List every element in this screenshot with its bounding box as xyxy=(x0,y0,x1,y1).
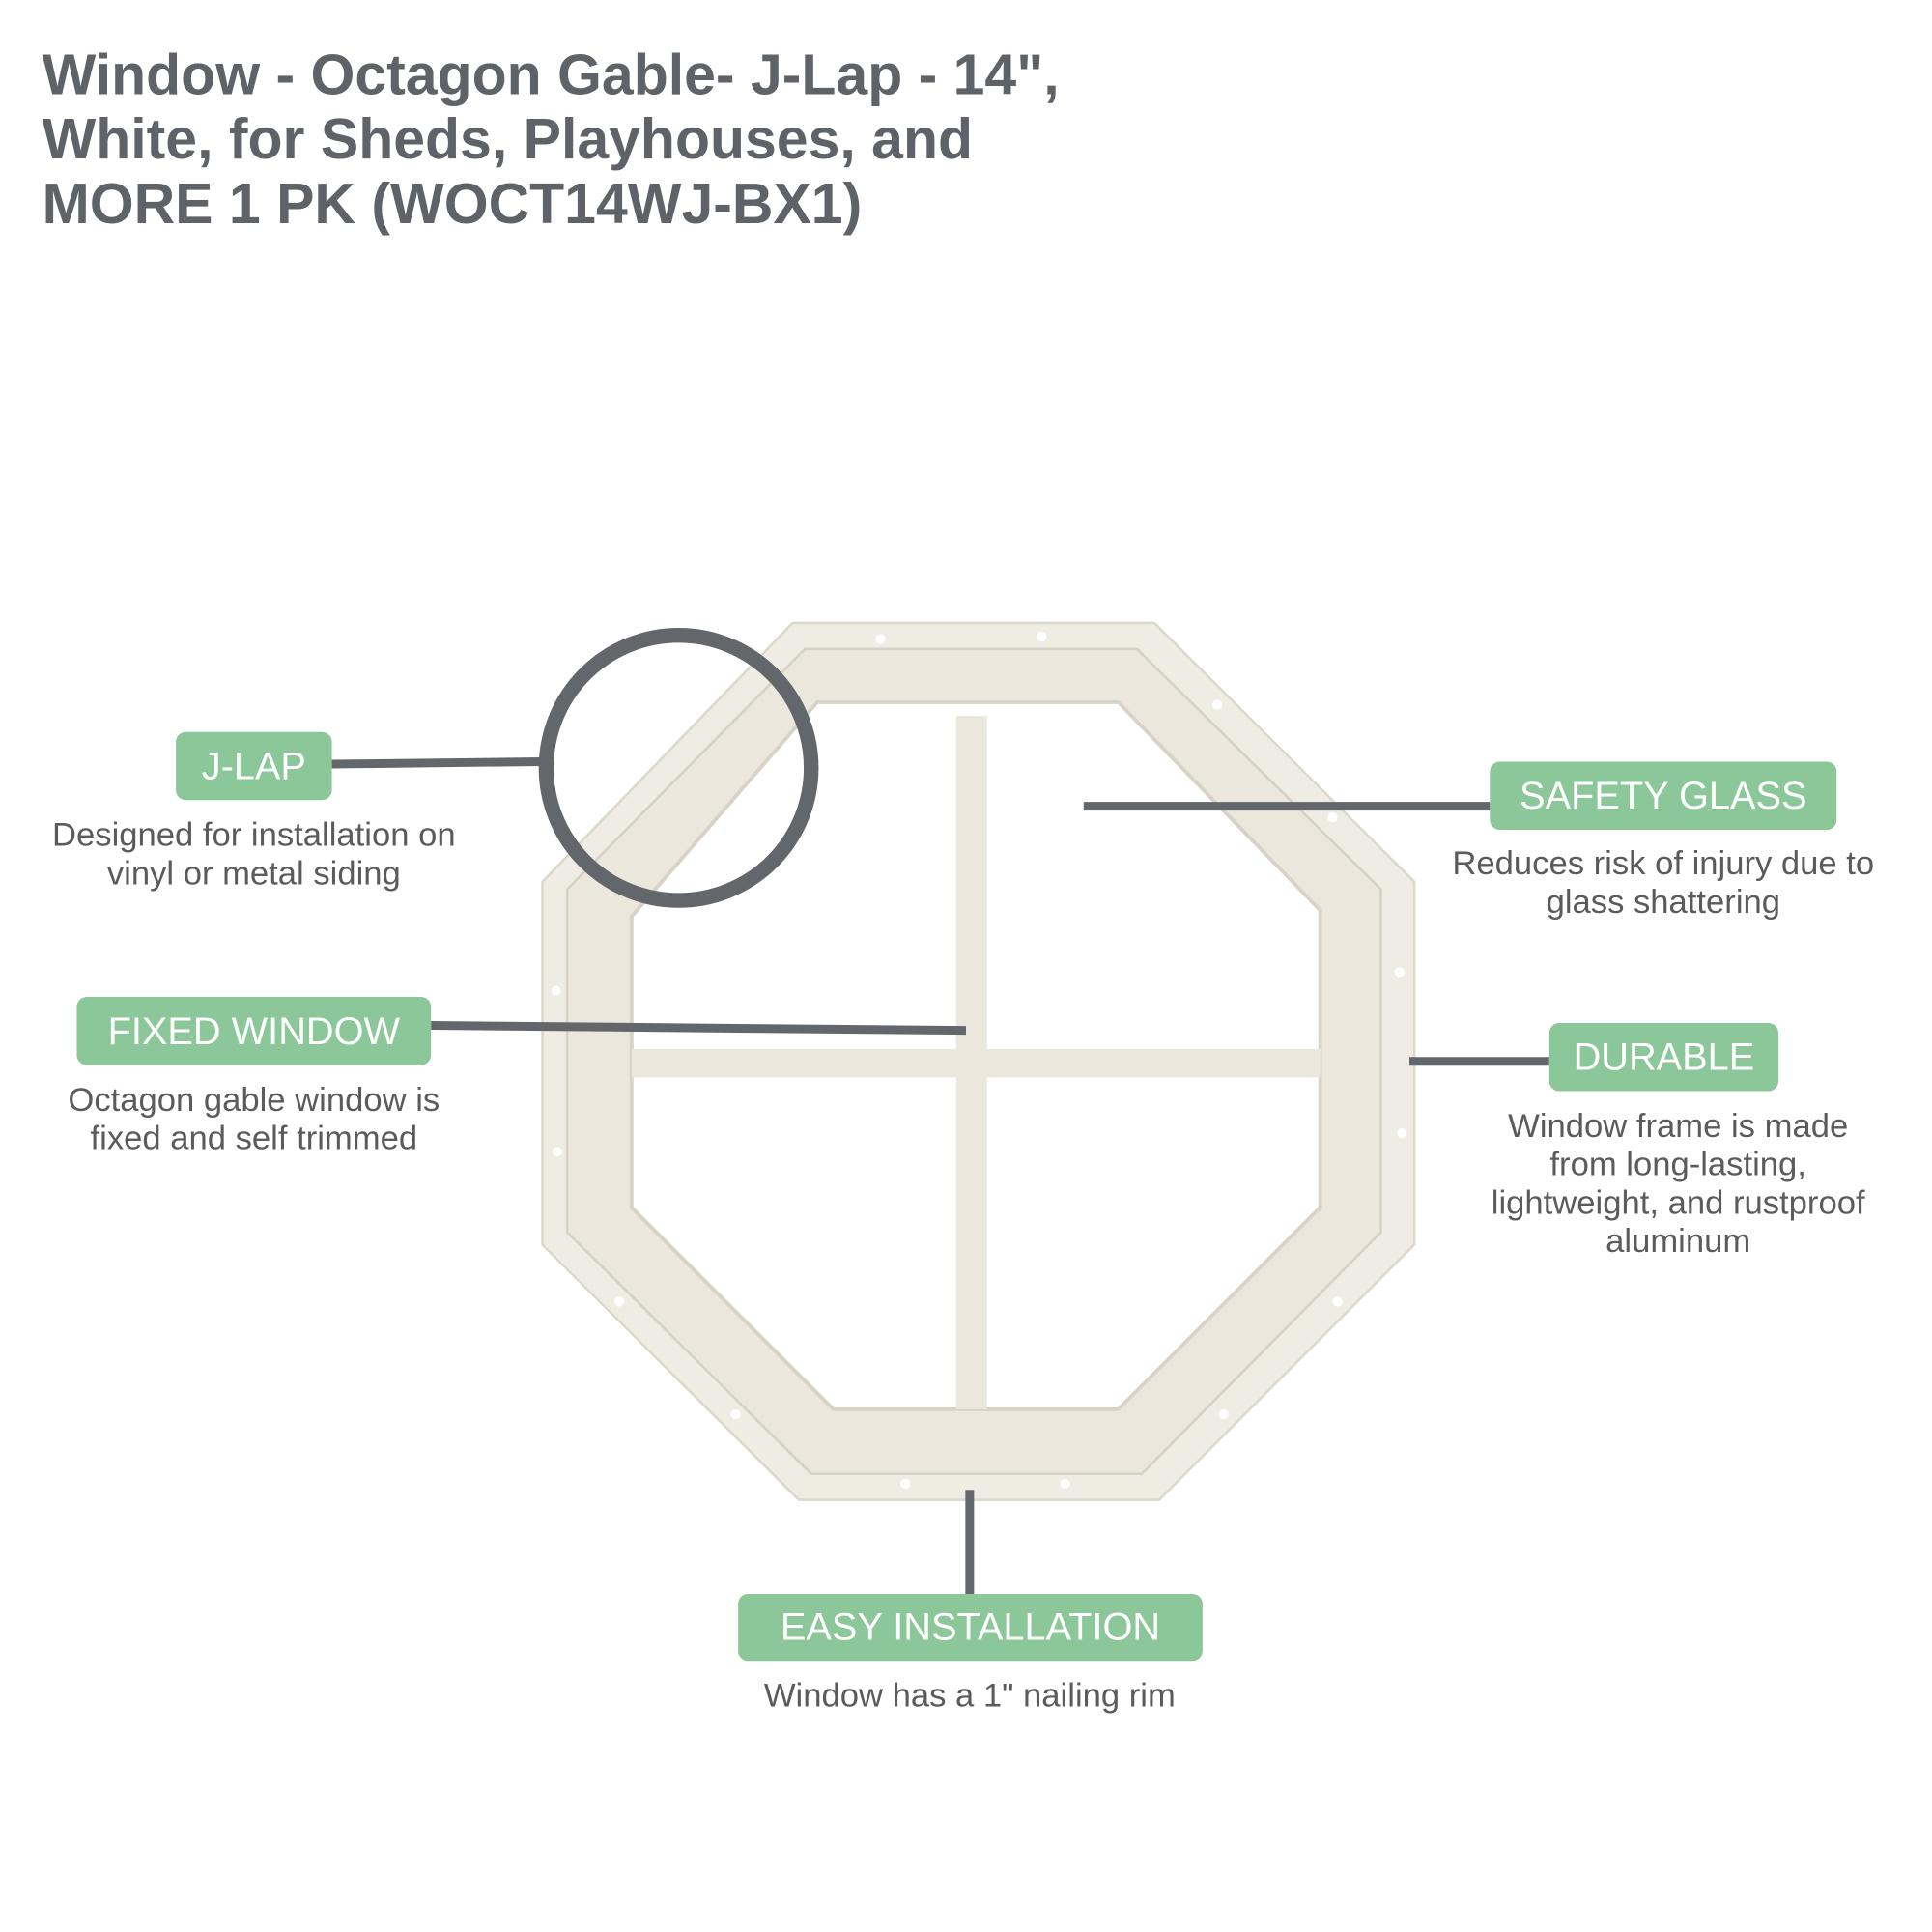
j-lap-description: Designed for installation on vinyl or me… xyxy=(52,816,456,893)
description-line: Octagon gable window is xyxy=(68,1081,440,1119)
page-title: Window - Octagon Gable- J-Lap - 14", Whi… xyxy=(43,43,1060,236)
title-line: White, for Sheds, Playhouses, and xyxy=(42,106,974,171)
fixed-window-description: Octagon gable window is fixed and self t… xyxy=(68,1081,440,1157)
safety-glass-description: Reduces risk of injury due to glass shat… xyxy=(1452,844,1874,921)
title-line: MORE 1 PK (WOCT14WJ-BX1) xyxy=(42,170,863,236)
description-line: Window has a 1" nailing rim xyxy=(763,1676,1176,1715)
safety-glass-badge: SAFETY GLASS xyxy=(1490,761,1837,830)
description-line: aluminum xyxy=(1605,1222,1751,1260)
description-line: lightweight, and rustproof xyxy=(1491,1183,1865,1222)
horizontal-muntin xyxy=(631,1048,1321,1078)
fixed-window-badge: FIXED WINDOW xyxy=(76,997,432,1065)
description-line: vinyl or metal siding xyxy=(106,854,401,893)
nail-holes xyxy=(551,631,1407,1490)
callout-lines xyxy=(331,756,1549,1594)
description-line: Window frame is made xyxy=(1508,1107,1849,1145)
description-line: glass shattering xyxy=(1546,883,1781,921)
j-lap-badge: J-LAP xyxy=(176,731,332,801)
easy-installation-description: Window has a 1" nailing rim xyxy=(764,1677,1176,1716)
description-line: Designed for installation on xyxy=(52,815,456,854)
title-line: Window - Octagon Gable- J-Lap - 14", xyxy=(42,42,1060,107)
durable-badge: DURABLE xyxy=(1548,1022,1779,1092)
description-line: from long-lasting, xyxy=(1549,1145,1806,1183)
easy-installation-badge: EASY INSTALLATION xyxy=(738,1593,1203,1662)
description-line: Reduces risk of injury due to xyxy=(1452,844,1875,882)
description-line: fixed and self trimmed xyxy=(90,1119,418,1157)
durable-description: Window frame is made from long-lasting, … xyxy=(1492,1107,1865,1261)
j-lap-magnifier-circle xyxy=(538,627,819,908)
